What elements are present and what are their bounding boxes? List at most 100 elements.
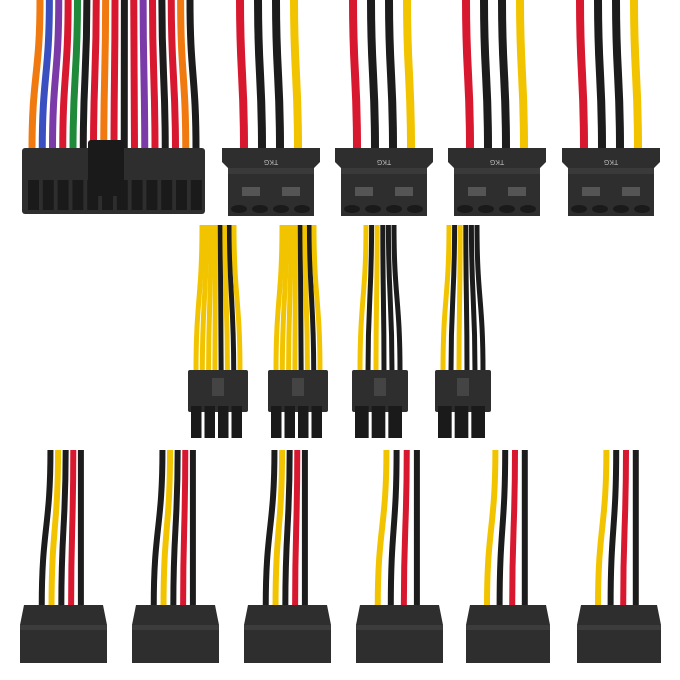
wire bbox=[149, 0, 159, 151]
molex-window bbox=[242, 187, 260, 196]
pcie-pin-socket bbox=[271, 406, 282, 438]
atx-pin-slot bbox=[146, 180, 158, 210]
wire bbox=[292, 224, 299, 373]
wire bbox=[516, 0, 528, 149]
molex-pin-hole bbox=[252, 205, 268, 213]
pcie-latch bbox=[457, 378, 469, 396]
wire bbox=[110, 0, 119, 151]
wire bbox=[357, 224, 369, 373]
wire bbox=[290, 0, 302, 149]
wire bbox=[448, 224, 458, 373]
molex-pin-hole bbox=[365, 205, 381, 213]
sata-ridge bbox=[132, 625, 219, 630]
pcie-pin-socket bbox=[355, 406, 369, 438]
atx-pin-slot bbox=[131, 180, 143, 210]
wire bbox=[306, 224, 317, 373]
wire bbox=[273, 224, 285, 373]
wire bbox=[468, 224, 478, 373]
wire bbox=[217, 224, 224, 373]
molex-housing bbox=[335, 148, 433, 216]
atx-pin-slot bbox=[42, 180, 54, 210]
pcie-pin-socket bbox=[371, 406, 386, 438]
pcie-pin-socket bbox=[231, 406, 242, 438]
sata-housing bbox=[466, 605, 550, 663]
pcie-latch bbox=[292, 378, 304, 396]
pcie-latch bbox=[212, 378, 224, 396]
wire bbox=[484, 449, 499, 607]
molex-pin-hole bbox=[613, 205, 629, 213]
sata-ridge bbox=[577, 625, 661, 630]
wire bbox=[272, 449, 286, 607]
molex-housing bbox=[562, 148, 660, 216]
molex-window bbox=[355, 187, 373, 196]
sata-ridge bbox=[244, 625, 331, 630]
brand-mark: TKG bbox=[604, 158, 618, 165]
wire bbox=[206, 224, 214, 373]
pcie-pin-socket bbox=[388, 406, 402, 438]
pcie-pin-socket bbox=[471, 406, 485, 438]
wire bbox=[48, 449, 62, 607]
sata-ridge bbox=[466, 625, 550, 630]
wire bbox=[607, 449, 620, 607]
molex-pin-hole bbox=[344, 205, 360, 213]
wire bbox=[367, 0, 379, 149]
wire bbox=[222, 224, 230, 373]
wire bbox=[403, 0, 415, 149]
brand-mark: TKG bbox=[377, 158, 391, 165]
wire bbox=[160, 449, 174, 607]
wire bbox=[254, 0, 266, 149]
molex-pin-hole bbox=[520, 205, 536, 213]
wire bbox=[90, 0, 100, 151]
wire bbox=[387, 449, 400, 607]
wire bbox=[100, 0, 110, 151]
wire bbox=[272, 0, 284, 149]
molex-pin-hole bbox=[407, 205, 423, 213]
pcie-pin-socket bbox=[284, 406, 295, 438]
atx-pin-slot bbox=[116, 180, 128, 210]
molex-window bbox=[582, 187, 600, 196]
atx-pin-slot bbox=[176, 180, 187, 210]
wire bbox=[193, 224, 205, 373]
wire bbox=[68, 449, 77, 607]
wire bbox=[236, 0, 248, 149]
wire bbox=[231, 224, 243, 373]
molex-ridge bbox=[454, 168, 540, 174]
wire bbox=[59, 0, 72, 151]
wire bbox=[286, 224, 294, 373]
pcie-connector bbox=[352, 224, 408, 438]
sata-connector bbox=[356, 449, 443, 663]
wire bbox=[177, 0, 190, 151]
atx-24pin-connector bbox=[22, 0, 205, 214]
wire bbox=[49, 0, 63, 151]
wire bbox=[130, 0, 138, 151]
wire bbox=[349, 0, 361, 149]
wire bbox=[373, 224, 380, 373]
molex-connector: TKG bbox=[335, 0, 433, 216]
pcie-connector bbox=[188, 224, 248, 438]
molex-window bbox=[508, 187, 526, 196]
wire bbox=[139, 0, 149, 151]
wire bbox=[612, 0, 624, 149]
wire bbox=[620, 449, 629, 607]
molex-connector: TKG bbox=[562, 0, 660, 216]
molex-window bbox=[622, 187, 640, 196]
sata-connector bbox=[132, 449, 219, 663]
molex-connector: TKG bbox=[448, 0, 546, 216]
wire bbox=[595, 449, 610, 607]
wire bbox=[480, 0, 492, 149]
wire bbox=[311, 224, 323, 373]
wire bbox=[292, 449, 301, 607]
wire bbox=[58, 449, 69, 607]
wire bbox=[38, 0, 53, 151]
wire bbox=[297, 224, 304, 373]
wire bbox=[199, 224, 210, 373]
wire bbox=[594, 0, 606, 149]
pcie-pin-socket bbox=[311, 406, 322, 438]
molex-pin-hole bbox=[634, 205, 650, 213]
sata-housing bbox=[356, 605, 443, 663]
wire bbox=[440, 224, 452, 373]
wire bbox=[180, 449, 189, 607]
sata-connector bbox=[244, 449, 331, 663]
wire bbox=[509, 449, 518, 607]
